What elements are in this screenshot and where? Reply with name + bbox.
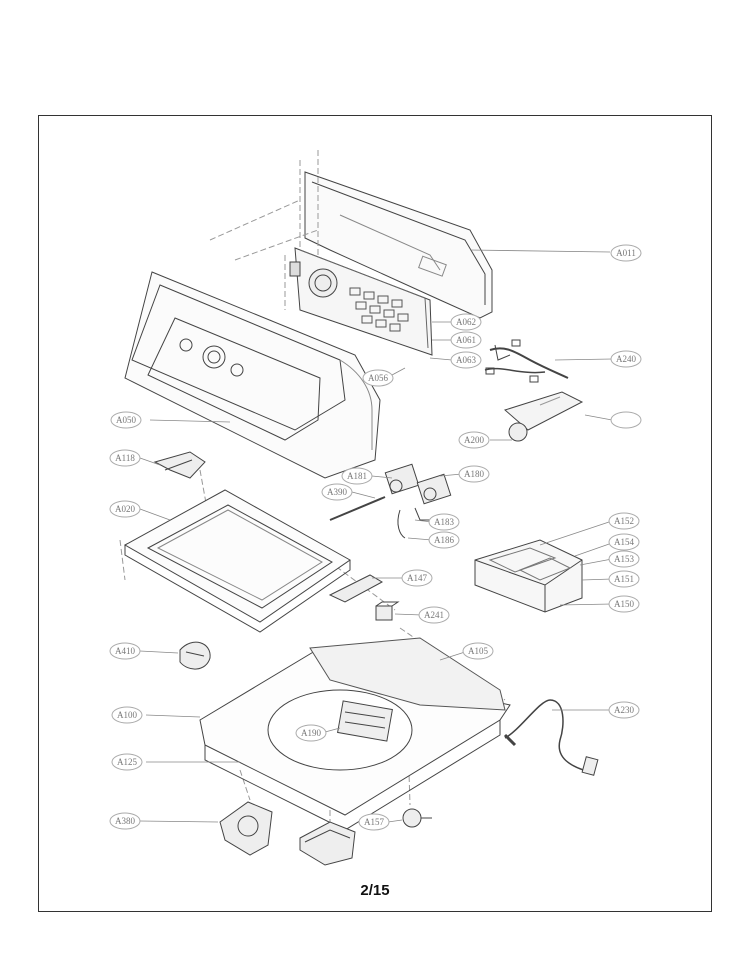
callout-A118: A118	[109, 449, 141, 467]
wire-harness	[484, 339, 569, 383]
callout-text: A190	[301, 728, 321, 738]
door-lid	[123, 489, 351, 633]
callout-A061: A061	[450, 331, 482, 349]
callout-A180: A180	[458, 465, 490, 483]
callout-A062: A062	[450, 313, 482, 331]
callout-text: A100	[117, 710, 137, 720]
callout-text: A125	[117, 757, 137, 767]
callout-text: A062	[456, 317, 476, 327]
callout-labels: A011 A062 A061 A063 A056 A240 A050 A200 …	[109, 244, 642, 831]
callout-text: A011	[616, 248, 636, 258]
callout-text: A063	[456, 355, 476, 365]
callout-A153: A153	[608, 550, 640, 568]
callout-A190: A190	[295, 724, 327, 742]
tub-ring	[179, 641, 211, 670]
knob-part	[402, 808, 432, 828]
callout-text: A020	[115, 504, 135, 514]
callout-A011: A011	[610, 244, 642, 262]
power-cord	[503, 699, 599, 776]
callout-text: A061	[456, 335, 476, 345]
top-cover	[199, 637, 511, 831]
callout-text: A151	[614, 574, 634, 584]
callout-A181: A181	[341, 467, 373, 485]
callout-A410: A410	[109, 642, 141, 660]
callout-A241: A241	[418, 606, 450, 624]
callout-text: A230	[614, 705, 634, 715]
callout-A147: A147	[401, 569, 433, 587]
front-console-panel	[124, 271, 381, 479]
callout-A150: A150	[608, 595, 640, 613]
callout-blank	[610, 411, 642, 429]
callout-A020: A020	[109, 500, 141, 518]
lower-module	[299, 821, 356, 866]
water-inlet-valve	[329, 463, 452, 539]
callout-text: A183	[434, 517, 454, 527]
callout-text: A186	[434, 535, 454, 545]
callout-A063: A063	[450, 351, 482, 369]
callout-text: A118	[115, 453, 135, 463]
callout-A056: A056	[362, 369, 394, 387]
callout-text: A147	[407, 573, 427, 583]
callout-text: A410	[115, 646, 135, 656]
page-number: 2/15	[360, 882, 390, 899]
callout-text: A050	[116, 415, 136, 425]
callout-A230: A230	[608, 701, 640, 719]
callout-A390: A390	[321, 483, 353, 501]
dispenser-drawer	[474, 539, 583, 613]
diagram-border	[38, 115, 712, 912]
callout-A152: A152	[608, 512, 640, 530]
pressure-switch-bracket	[503, 391, 584, 442]
callout-text: A153	[614, 554, 634, 564]
hinge-bracket	[153, 451, 206, 479]
main-pcb-assembly	[289, 247, 433, 356]
callout-text: A390	[327, 487, 347, 497]
callout-A380: A380	[109, 812, 141, 830]
callout-A240: A240	[610, 350, 642, 368]
callout-text: A056	[368, 373, 388, 383]
callout-leader-lines	[139, 249, 613, 823]
callout-A157: A157	[358, 813, 390, 831]
callout-text: A154	[614, 537, 634, 547]
drain-pump	[219, 801, 273, 856]
callout-text: A240	[616, 354, 636, 364]
callout-A200: A200	[458, 431, 490, 449]
callout-A186: A186	[428, 531, 460, 549]
callout-A050: A050	[110, 411, 142, 429]
control-panel-cover	[304, 171, 493, 319]
callout-text: A181	[347, 471, 367, 481]
callout-text: A152	[614, 516, 634, 526]
callout-text: A150	[614, 599, 634, 609]
callout-text: A200	[464, 435, 484, 445]
small-sensor	[375, 601, 400, 621]
callout-text: A180	[464, 469, 484, 479]
callout-A125: A125	[111, 753, 143, 771]
callout-A183: A183	[428, 513, 460, 531]
callout-A151: A151	[608, 570, 640, 588]
callout-text: A241	[424, 610, 444, 620]
callout-A105: A105	[462, 642, 494, 660]
callout-text: A105	[468, 646, 488, 656]
callout-text: A157	[364, 817, 384, 827]
callout-A100: A100	[111, 706, 143, 724]
lid-latch	[328, 574, 384, 603]
callout-A154: A154	[608, 533, 640, 551]
callout-text: A380	[115, 816, 135, 826]
